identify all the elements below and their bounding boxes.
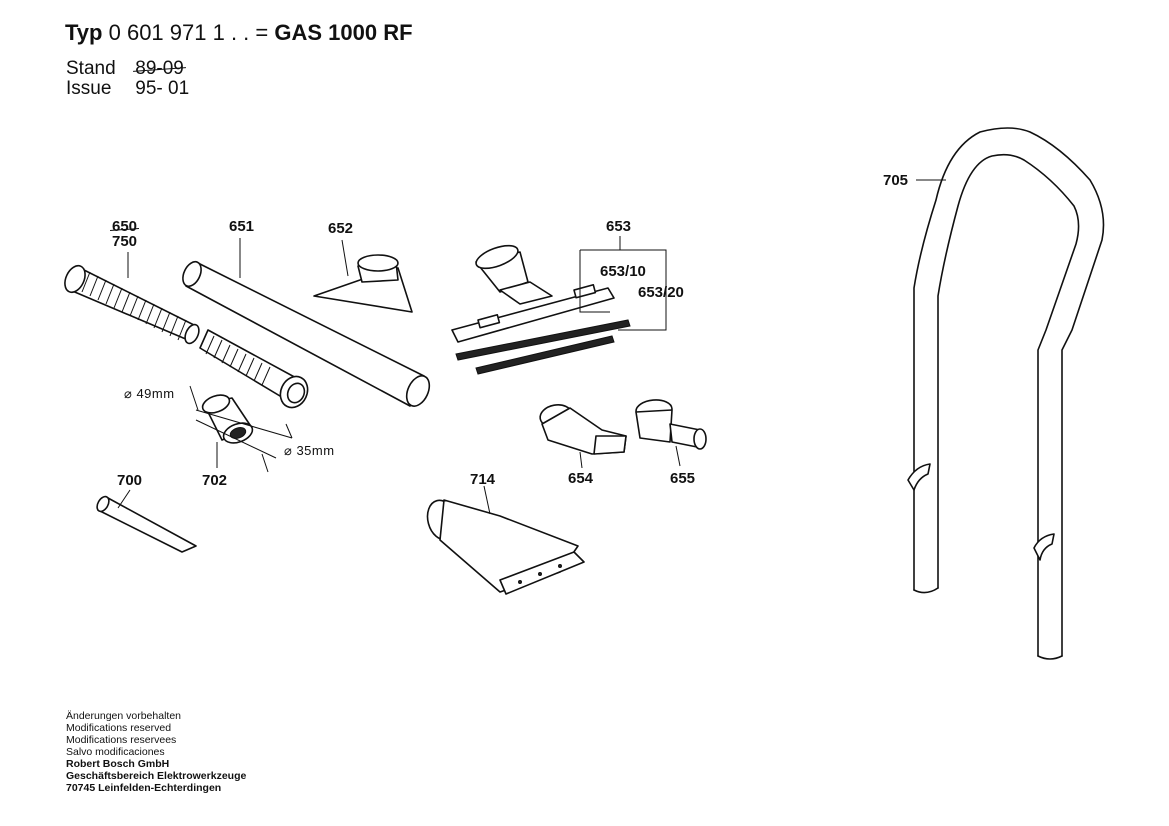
reducer-655 [635, 399, 707, 467]
document-title: Typ 0 601 971 1 . . = GAS 1000 RF [65, 20, 413, 46]
part-label-653: 653 [606, 218, 632, 235]
floor-tool-653 [451, 236, 667, 375]
tube-651 [182, 238, 431, 407]
part-label-750: 750 [112, 233, 138, 250]
dimension-49mm: ⌀ 49mm [124, 386, 175, 401]
adapter-702 [189, 385, 293, 473]
issue-label: Issue [66, 78, 112, 99]
part-label-655: 655 [670, 470, 696, 487]
part-label-652: 652 [328, 220, 354, 237]
equals-sign: = [255, 20, 269, 45]
footer-line-2: Modifications reserved [66, 722, 172, 734]
footer-line-4: Salvo modificaciones [66, 746, 165, 758]
footer-line-3: Modifications reservees [66, 734, 177, 746]
part-label-651: 651 [229, 218, 255, 235]
footer-address: 70745 Leinfelden-Echterdingen [66, 782, 222, 794]
footer: Änderungen vorbehalten Modifications res… [66, 710, 246, 794]
footer-line-1: Änderungen vorbehalten [66, 710, 182, 722]
footer-division: Geschäftsbereich Elektrowerkzeuge [66, 770, 247, 782]
footer-company: Robert Bosch GmbH [66, 758, 170, 770]
stand-row: Stand 89-09 [66, 58, 184, 80]
part-label-650: 650 [112, 218, 138, 235]
part-label-653-10: 653/10 [600, 263, 646, 280]
stand-value: 89-09 [135, 58, 184, 79]
handle-705 [907, 127, 1105, 660]
stand-label: Stand [66, 58, 116, 79]
issue-value: 95- 01 [135, 78, 190, 99]
part-label-702: 702 [202, 472, 228, 489]
model-name: GAS 1000 RF [274, 20, 413, 45]
hose-750 [64, 252, 309, 409]
crevice-tool-700 [96, 489, 197, 553]
issue-row: Issue 95- 01 [66, 78, 189, 100]
nozzle-652 [313, 239, 413, 313]
part-label-700: 700 [117, 472, 143, 489]
typ-label: Typ [65, 20, 103, 45]
nozzle-654 [539, 404, 627, 469]
part-label-714: 714 [470, 471, 496, 488]
nozzle-714 [426, 485, 585, 595]
dimension-35mm: ⌀ 35mm [284, 443, 335, 458]
typ-number: 0 601 971 1 . . [108, 20, 250, 45]
part-label-654: 654 [568, 470, 594, 487]
part-label-705: 705 [883, 172, 909, 189]
part-label-653-20: 653/20 [638, 284, 684, 301]
